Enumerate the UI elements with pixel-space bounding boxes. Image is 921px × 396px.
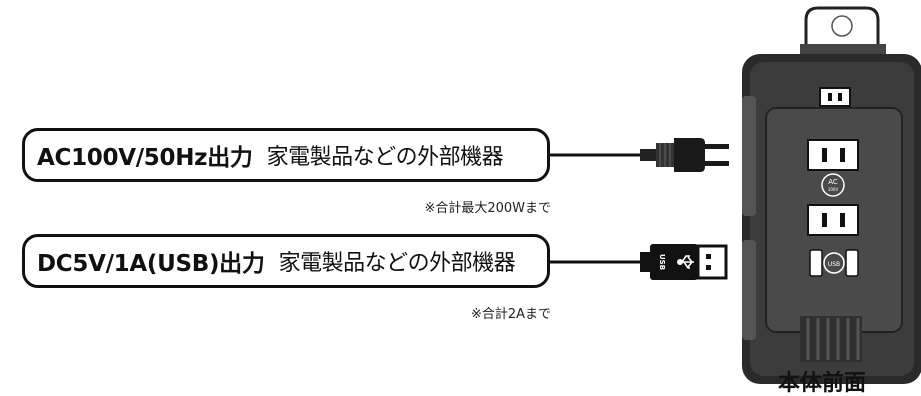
usb-badge: USB [828, 261, 840, 268]
dc-output-title: DC5V/1A(USB)出力 [37, 251, 265, 277]
usb-plug-label: USB [658, 254, 666, 270]
ac-output-label-box: AC100V/50Hz出力 家電製品などの外部機器 [22, 128, 550, 182]
power-unit-device [742, 6, 921, 384]
ac-output-note: ※合計最大200Wまで [424, 201, 551, 216]
dc-output-label-box: DC5V/1A(USB)出力 家電製品などの外部機器 [22, 234, 550, 288]
dc-output-note: ※合計2Aまで [470, 307, 551, 322]
device-front-caption: 本体前面 [778, 371, 867, 396]
ac-badge-top: AC [828, 178, 838, 186]
usb-plug-icon [640, 244, 728, 280]
dc-output-desc: 家電製品などの外部機器 [278, 251, 516, 276]
ac-output-desc: 家電製品などの外部機器 [266, 145, 504, 170]
ac-plug-icon [640, 138, 729, 172]
ac-badge-bottom: 100V [828, 187, 839, 192]
ac-output-title: AC100V/50Hz出力 [37, 145, 253, 171]
